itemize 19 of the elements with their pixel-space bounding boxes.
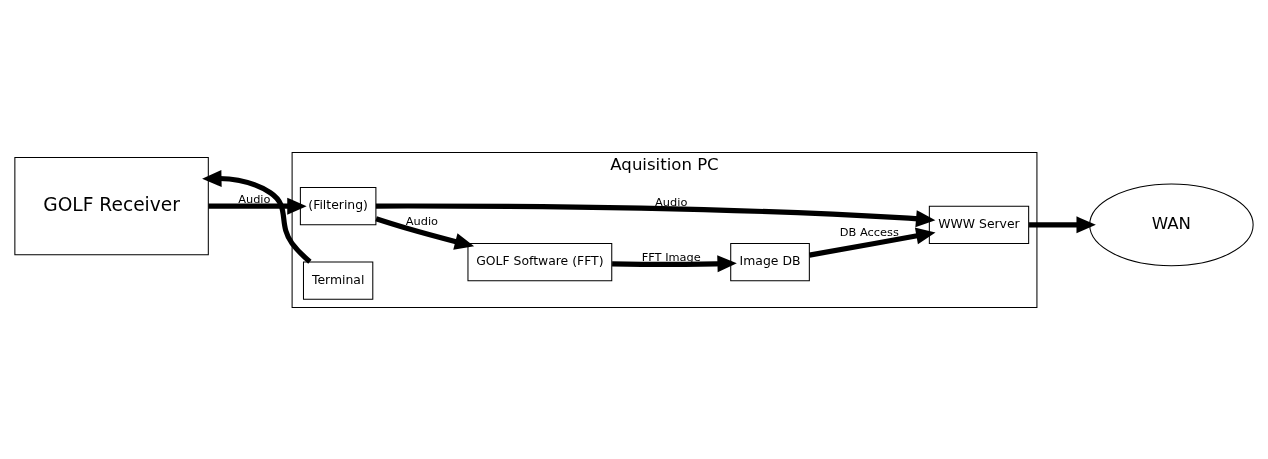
edge-label: FFT Image: [641, 249, 701, 264]
arrow: [208, 197, 307, 215]
node-ellipse: WAN: [1089, 182, 1254, 266]
edge-label: Audio: [655, 194, 688, 209]
node-box: (Filtering): [299, 186, 377, 225]
arrow: [202, 169, 312, 264]
edge-label: DB Access: [839, 224, 899, 239]
node-box: Terminal: [302, 261, 374, 300]
node-box: WWW Server: [928, 205, 1030, 244]
arrow: [375, 215, 475, 250]
arrow: [1029, 215, 1096, 233]
arrow: [375, 202, 936, 227]
node-box: GOLF Receiver: [14, 156, 209, 255]
arrow: [809, 227, 936, 258]
edge-label: Audio: [405, 213, 439, 228]
edge-label: Audio: [238, 191, 271, 206]
node-box: GOLF Software (FFT): [467, 242, 613, 281]
arrow: [612, 254, 737, 272]
node-box: Image DB: [730, 242, 810, 281]
